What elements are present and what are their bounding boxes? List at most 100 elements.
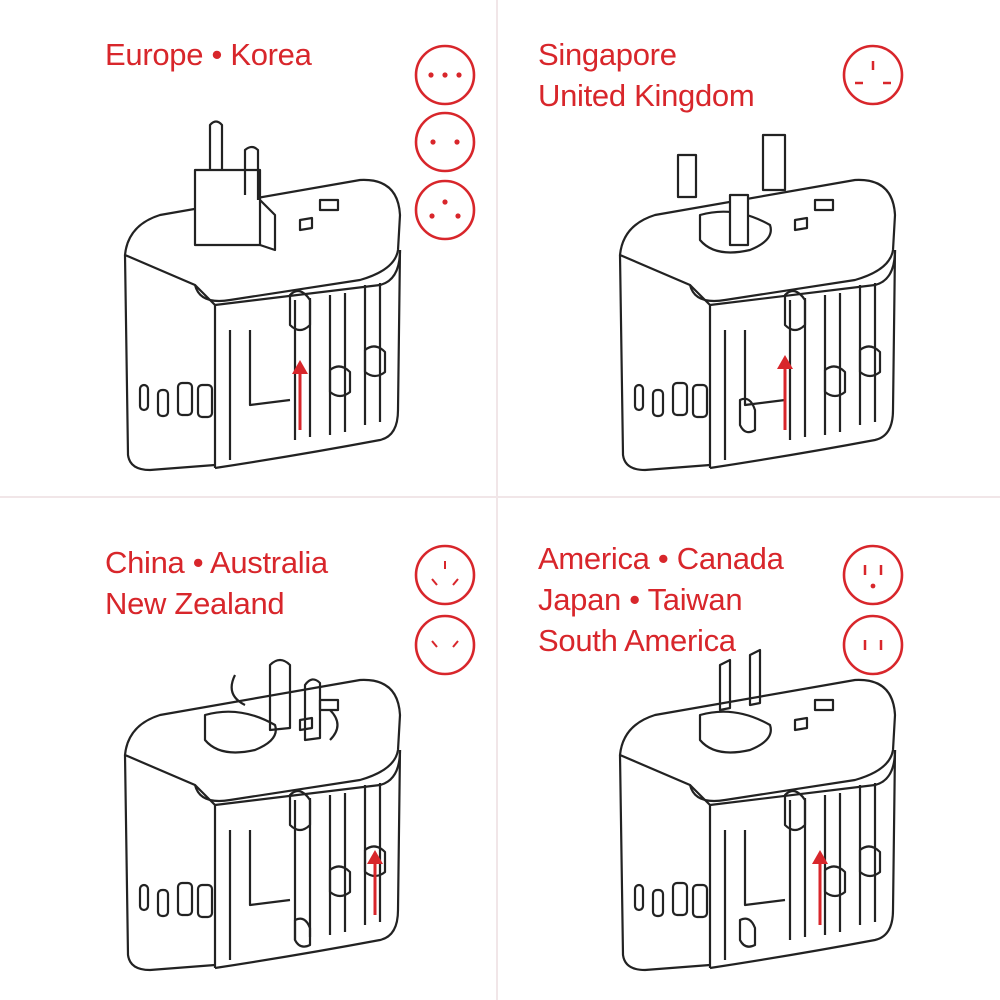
eu-plug-pins (208, 120, 260, 200)
adapter-front-face (709, 749, 897, 970)
usb-port (156, 888, 170, 918)
direction-arrow-head (777, 355, 793, 369)
slider-knob (293, 917, 312, 948)
slider-knob (328, 865, 352, 898)
adapter-top-face (618, 678, 897, 803)
adapter-side-face (123, 754, 216, 972)
quadrant-america-japan: America • Canada Japan • Taiwan South Am… (500, 500, 1000, 1000)
region-title: China • Australia New Zealand (105, 542, 328, 624)
uk-plug-pin (676, 153, 698, 199)
slider-knob (363, 845, 387, 878)
socket-hole (428, 72, 434, 78)
top-button (298, 216, 314, 232)
socket-outline (842, 614, 904, 676)
adapter-side-face (618, 754, 711, 972)
slider-knob (288, 789, 312, 832)
adapter-side-face (123, 254, 216, 472)
socket-slot (452, 578, 459, 586)
region-title: Singapore United Kingdom (538, 34, 755, 116)
usb-port (671, 881, 689, 917)
usb-port (633, 383, 645, 412)
led-indicator (318, 198, 340, 212)
socket-australia-three-slot-icon (414, 544, 476, 606)
led-indicator (318, 698, 340, 712)
led-indicator (813, 198, 835, 212)
region-title-line: United Kingdom (538, 78, 755, 113)
socket-hole (442, 199, 448, 205)
rotate-arrow (230, 674, 339, 741)
slider-knob (783, 289, 807, 332)
socket-uk-icon (842, 44, 904, 106)
region-title-line: China • Australia (105, 545, 328, 580)
region-title-line: Japan • Taiwan (538, 582, 743, 617)
quadrant-europe-korea: Europe • Korea (0, 0, 500, 500)
socket-slot (431, 640, 438, 648)
adapter-front-face (709, 249, 897, 470)
slider-knob (858, 345, 882, 378)
slider-knob (738, 397, 757, 434)
slider-track (823, 293, 842, 435)
quadrant-singapore-uk: Singapore United Kingdom (500, 0, 1000, 500)
usb-port (196, 883, 214, 919)
top-button (793, 216, 809, 232)
socket-three-dots-triangle-icon (414, 179, 476, 241)
slider-track (363, 783, 382, 925)
region-title-line: Europe • Korea (105, 37, 312, 72)
usb-port (633, 883, 645, 912)
adapter-body (618, 648, 897, 972)
usb-port (156, 388, 170, 418)
region-title-line: South America (538, 623, 736, 658)
region-title: America • Canada Japan • Taiwan South Am… (538, 538, 784, 661)
au-plug-pin (303, 678, 322, 742)
top-button (298, 716, 314, 732)
socket-two-dots-icon (414, 111, 476, 173)
direction-arrow-head (367, 850, 383, 864)
top-button (793, 716, 809, 732)
slider-track (823, 793, 842, 935)
region-title-line: New Zealand (105, 586, 285, 621)
region-title-line: America • Canada (538, 541, 784, 576)
usb-port (671, 381, 689, 417)
socket-hole (456, 72, 462, 78)
plug-slot-cover (203, 710, 277, 754)
adapter-illustration (618, 133, 897, 472)
horizontal-divider (0, 496, 1000, 498)
socket-hole (454, 139, 460, 145)
slider-knob (328, 365, 352, 398)
socket-outline (842, 44, 904, 106)
socket-hole (455, 213, 461, 219)
slider-knob (738, 917, 757, 948)
usb-port (691, 883, 709, 919)
usb-port (691, 383, 709, 419)
socket-three-dots-horizontal-icon (414, 44, 476, 106)
slider-track (328, 293, 347, 435)
socket-outline (414, 111, 476, 173)
adapter-illustration (618, 648, 897, 972)
adapter-front-face (214, 249, 402, 470)
socket-hole (442, 72, 448, 78)
slider-track (328, 793, 347, 935)
direction-arrow-head (812, 850, 828, 864)
adapter-top-face (123, 678, 402, 803)
adapter-side-face (618, 254, 711, 472)
usb-port (176, 381, 194, 417)
plug-housing-side (259, 199, 277, 252)
slider-knob (858, 845, 882, 878)
usb-port (196, 383, 214, 419)
adapter-body (618, 133, 897, 472)
socket-slot (431, 578, 438, 586)
socket-ground (870, 583, 876, 589)
plug-housing (193, 168, 262, 247)
slider-track (788, 798, 807, 940)
uk-plug-pin (728, 193, 750, 247)
adapter-front-panel (248, 330, 291, 407)
socket-hole (430, 139, 436, 145)
adapter-front-panel (743, 330, 786, 407)
quadrant-china-australia-nz: China • Australia New Zealand (0, 500, 500, 1000)
slider-track (858, 783, 877, 925)
slider-knob (783, 789, 807, 832)
adapter-body (123, 120, 402, 472)
socket-australia-two-slot-icon (414, 614, 476, 676)
adapter-front-panel (248, 830, 291, 907)
slider-knob (823, 865, 847, 898)
